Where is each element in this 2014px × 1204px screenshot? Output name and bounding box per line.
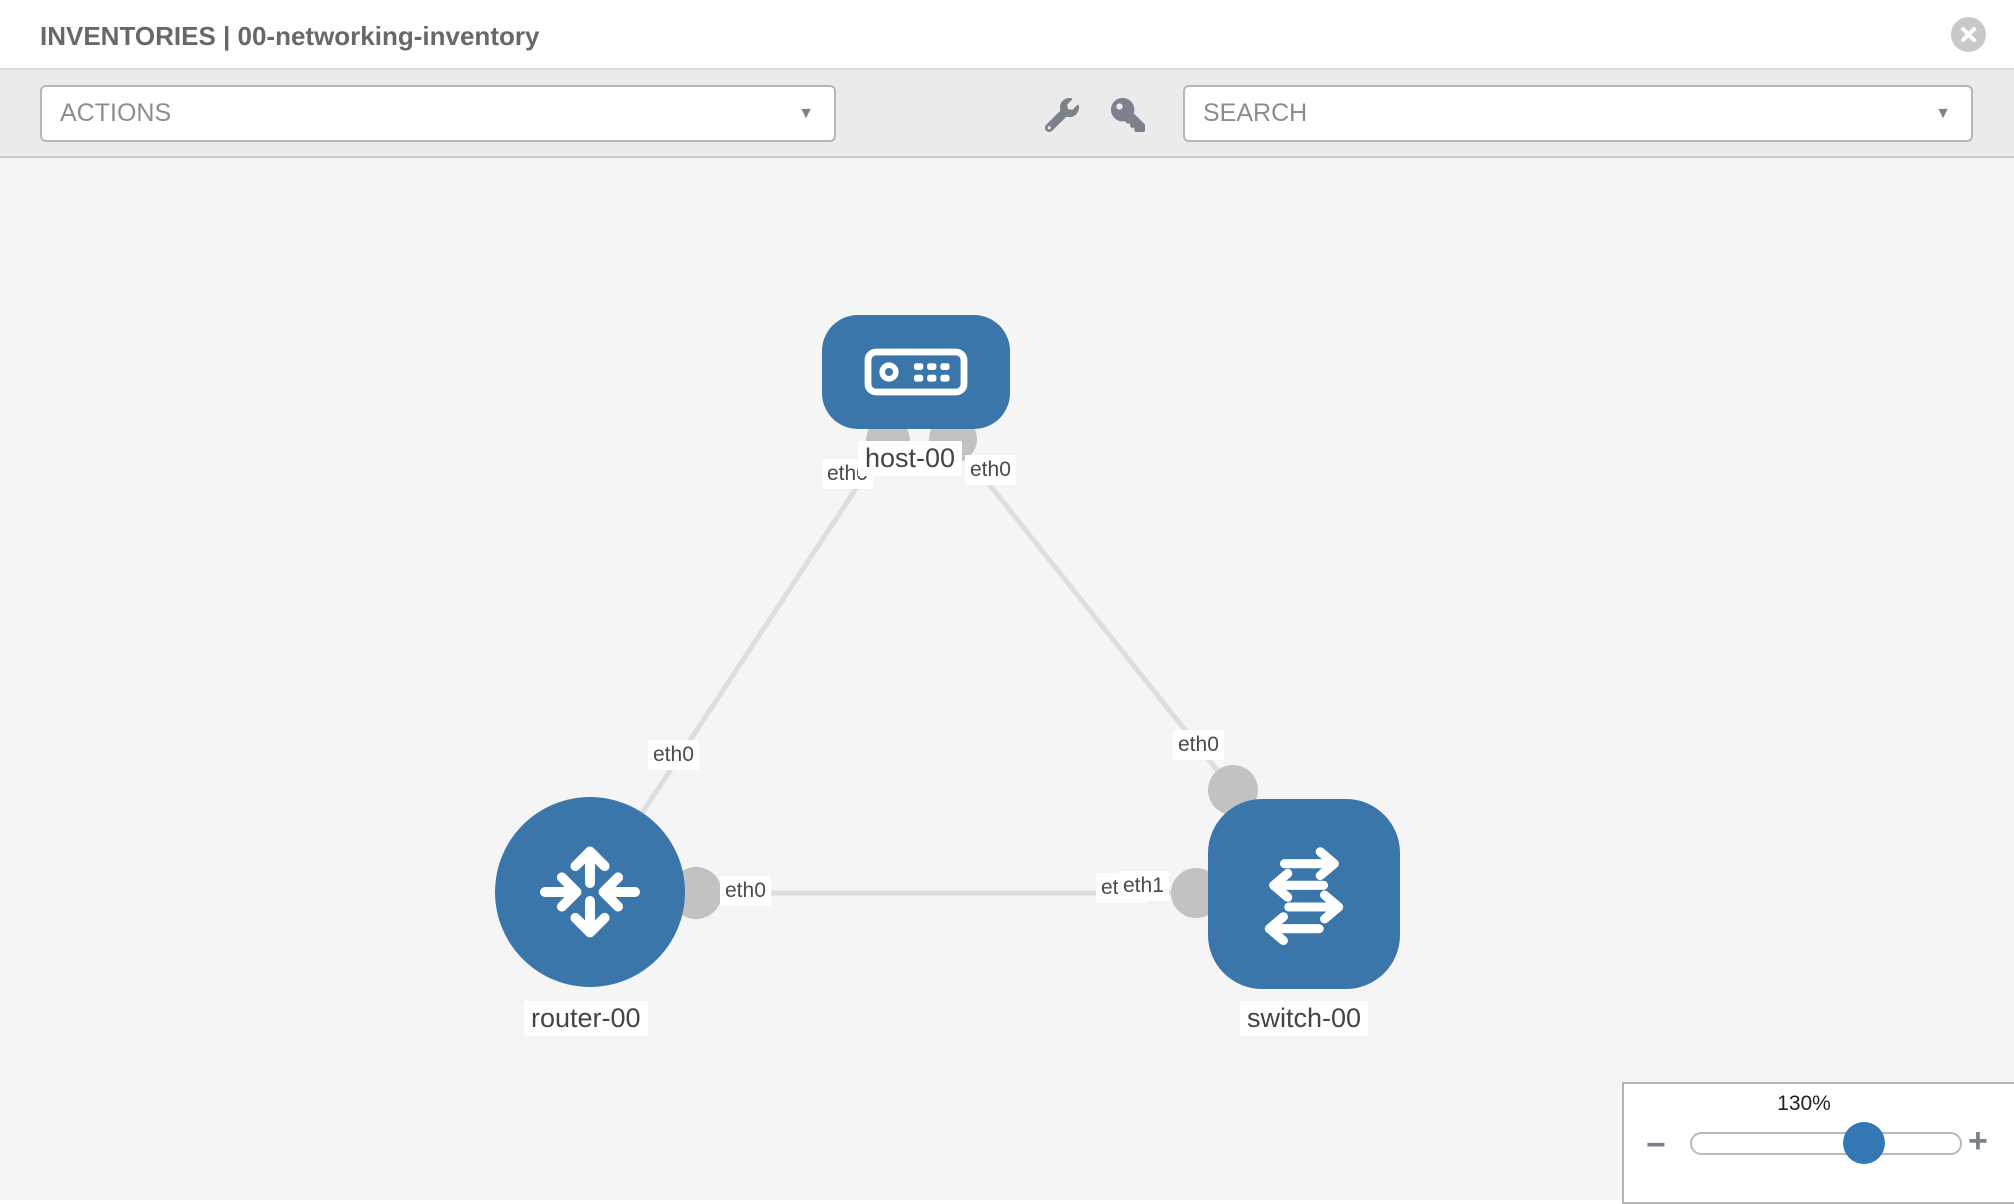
zoom-out-button[interactable]: − (1646, 1126, 1666, 1164)
node-router-00[interactable] (495, 797, 685, 987)
node-label-router: router-00 (524, 1001, 648, 1036)
zoom-panel: 130% − + (1622, 1082, 2014, 1204)
interface-label: eth0 (965, 455, 1016, 485)
actions-dropdown[interactable]: ACTIONS ▼ (40, 85, 836, 142)
zoom-level: 130% (1777, 1092, 1831, 1115)
close-icon (1960, 26, 1977, 43)
actions-dropdown-label: ACTIONS (60, 99, 172, 127)
switch-icon (1252, 842, 1356, 946)
router-icon (536, 838, 644, 946)
header: INVENTORIES | 00-networking-inventory (0, 0, 2014, 70)
node-label-host: host-00 (858, 441, 963, 476)
search-placeholder: SEARCH (1203, 99, 1308, 127)
node-switch-00[interactable] (1208, 799, 1400, 989)
interface-label: eth0 (648, 740, 699, 770)
chevron-down-icon: ▼ (1935, 104, 1951, 122)
interface-label: eth0 (1173, 730, 1224, 760)
host-icon (864, 348, 968, 396)
interface-label: eth1 (1118, 871, 1169, 901)
configure-button[interactable] (1040, 95, 1084, 135)
interface-label: eth0 (720, 876, 771, 906)
node-label-switch: switch-00 (1240, 1001, 1369, 1036)
page-title: INVENTORIES | 00-networking-inventory (40, 21, 540, 51)
close-button[interactable] (1951, 17, 1986, 52)
wrench-icon (1045, 98, 1079, 132)
topology-links (587, 437, 1235, 896)
chevron-down-icon: ▼ (798, 104, 814, 122)
node-host-00[interactable] (822, 315, 1010, 429)
key-icon (1111, 98, 1145, 132)
zoom-slider-track[interactable] (1690, 1132, 1962, 1155)
key-button[interactable] (1106, 95, 1150, 135)
search-dropdown[interactable]: SEARCH ▼ (1183, 85, 1973, 142)
topology-canvas[interactable]: eth0 eth0 eth0 eth0 eth0 eth0 eth1 host-… (0, 158, 2014, 1200)
zoom-slider-thumb[interactable] (1843, 1122, 1885, 1164)
zoom-in-button[interactable]: + (1968, 1122, 1988, 1160)
toolbar: ACTIONS ▼ SEARCH ▼ (0, 70, 2014, 158)
